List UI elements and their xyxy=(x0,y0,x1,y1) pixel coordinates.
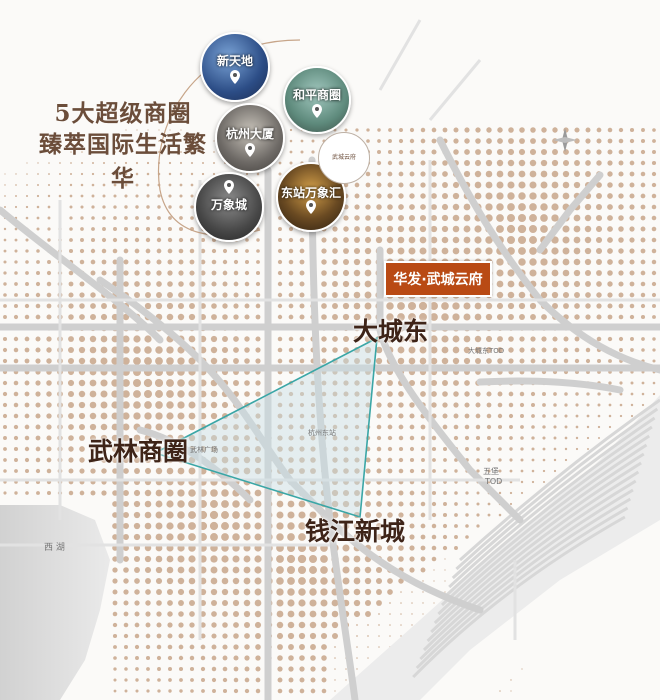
bubble-label: 和平商圈 xyxy=(292,88,341,102)
location-pin-icon xyxy=(230,70,240,84)
label-west-lake: 西 湖 xyxy=(44,543,65,553)
compass-icon xyxy=(553,128,577,152)
bubble-heping[interactable]: 和平商圈 xyxy=(283,66,351,134)
district-dachengdong: 大城东 xyxy=(353,317,429,346)
west-lake-area xyxy=(0,505,110,700)
bubble-xintiandi[interactable]: 新天地 xyxy=(200,32,270,102)
location-pin-icon xyxy=(312,104,322,118)
project-badge-circle: 武城云府 xyxy=(318,132,370,184)
label-wubao: 五堡 xyxy=(483,467,499,476)
district-triangle xyxy=(152,336,378,519)
district-qianjiang: 钱江新城 xyxy=(305,517,406,546)
label-wulin-station: 武林广场 xyxy=(190,446,218,454)
location-pin-icon xyxy=(306,200,316,214)
minor-roads xyxy=(0,19,660,640)
bubble-mixc[interactable]: 万象城 xyxy=(194,172,264,242)
headline-line-2: 臻萃国际生活繁华 xyxy=(39,131,207,192)
project-label[interactable]: 华发·武城云府 xyxy=(384,261,492,297)
bubble-east-station-mixc[interactable]: 东站万象汇 xyxy=(276,162,346,232)
location-pin-icon xyxy=(224,180,234,194)
label-tod: TOD xyxy=(485,477,503,486)
label-hangzhou-east-station: 杭州东站 xyxy=(308,429,336,437)
bubble-label: 万象城 xyxy=(210,198,247,212)
bubble-label: 杭州大厦 xyxy=(225,127,274,141)
bubble-label: 新天地 xyxy=(216,54,253,68)
label-dachengdong-tod: 大城东TOD xyxy=(468,347,505,355)
bubble-label: 东站万象汇 xyxy=(280,186,341,200)
district-wulin: 武林商圈 xyxy=(88,437,189,466)
location-pin-icon xyxy=(245,143,255,157)
qiantang-river xyxy=(330,395,660,700)
headline-line-1: 5大超级商圈 xyxy=(54,100,192,127)
bubble-hangzhou-tower[interactable]: 杭州大厦 xyxy=(215,103,285,173)
main-roads xyxy=(0,136,660,700)
